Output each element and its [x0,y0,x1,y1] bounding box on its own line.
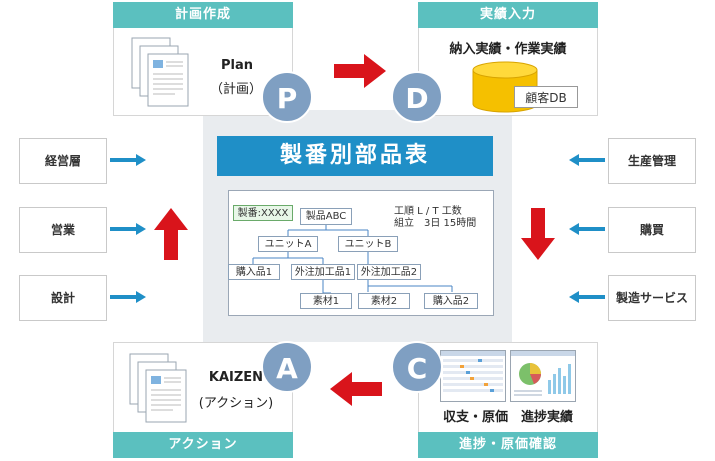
check-caption: 収支・原価 進捗実績 [442,410,573,425]
do-header: 実績入力 [418,2,598,28]
bom-connector-lines [252,224,453,294]
info-line-2: 組立 3日 15時間 [394,218,477,229]
db-label: 顧客DB [514,86,578,108]
arrow-a-to-p [154,208,188,260]
node-outsourced-2: 外注加工品2 [357,264,421,280]
node-material-1-box: 素材1 [300,293,352,309]
do-subtitle: 納入実績・作業実績 [449,42,567,57]
node-material-2: 素材2 [358,293,410,309]
act-document-icon [129,353,187,423]
right-arrow-2 [569,223,605,235]
act-label-en: KAIZEN [208,370,264,385]
left-box-design: 設計 [19,275,107,321]
left-arrow-3 [110,291,146,303]
check-header: 進捗・原価確認 [418,432,598,458]
act-label-ja: (アクション) [198,396,274,411]
plan-document-icon [131,37,189,107]
act-header: アクション [113,432,293,458]
node-purchased-1: 購入品1 [228,264,280,280]
circle-d: D [391,71,443,123]
info-line-1: 工順 L / T 工数 [394,206,462,217]
plan-header: 計画作成 [113,2,293,28]
node-outsourced-1: 外注加工品1 [291,264,355,280]
arrow-c-to-a [330,372,382,406]
right-box-manufacturing-service: 製造サービス [608,275,696,321]
arrow-p-to-d [334,54,386,88]
center-title: 製番別部品表 [217,136,493,176]
seiban-tag: 製番:XXXX [233,205,293,221]
node-product-abc: 製品ABC [300,208,352,225]
left-arrow-2 [110,223,146,235]
circle-p: P [261,71,313,123]
left-box-sales: 営業 [19,207,107,253]
plan-label-ja: （計画） [209,82,262,97]
node-unit-b: ユニットB [338,236,398,252]
left-arrow-1 [110,154,146,166]
circle-a: A [261,341,313,393]
right-box-purchasing: 購買 [608,207,696,253]
left-box-management: 経営層 [19,138,107,184]
spreadsheet-screenshot-icon [440,350,506,402]
node-unit-a: ユニットA [258,236,318,252]
chart-screenshot-icon [510,350,576,402]
arrow-d-to-c [521,208,555,260]
right-arrow-3 [569,291,605,303]
right-box-production-control: 生産管理 [608,138,696,184]
right-arrow-1 [569,154,605,166]
circle-c: C [391,341,443,393]
node-purchased-2: 購入品2 [424,293,478,309]
plan-label-en: Plan [220,58,253,73]
